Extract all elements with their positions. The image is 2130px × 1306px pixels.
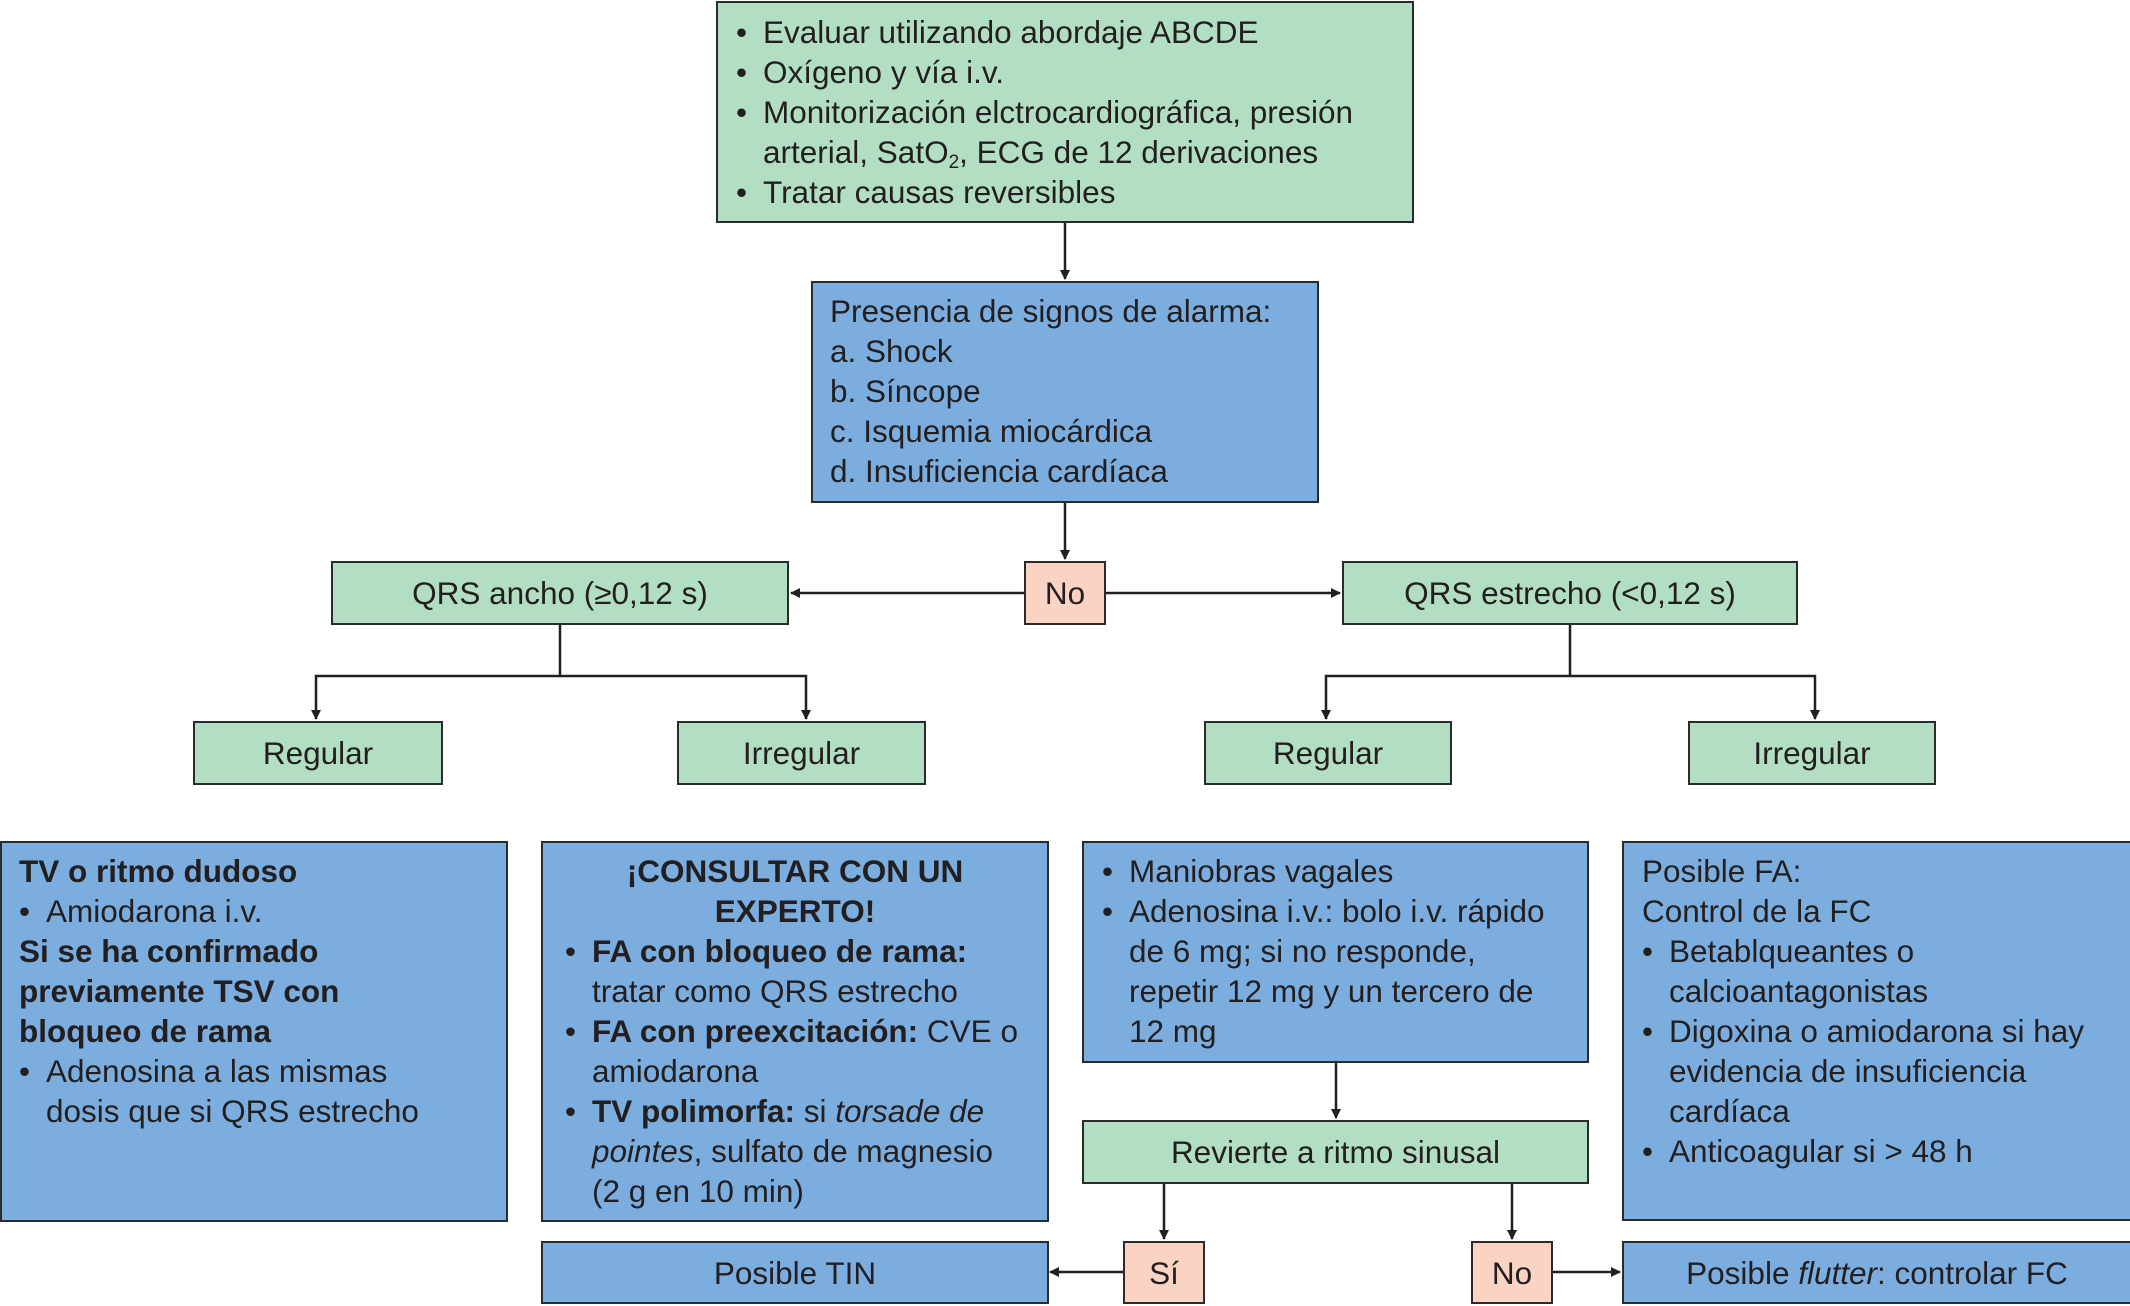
wide-regular-treatment-box: TV o ritmo dudoso Amiodarona i.v. Si se … xyxy=(0,841,508,1222)
treatment-line: Posible FA: xyxy=(1642,853,1802,889)
arrow-narrow-regular xyxy=(1321,674,1570,720)
list-item-text: CVE o amiodarona xyxy=(592,1013,1018,1089)
narrow-regular-label: Regular xyxy=(1272,735,1384,771)
flutter-italic: flutter xyxy=(1798,1254,1878,1291)
possible-tin-label: Posible TIN xyxy=(713,1254,877,1291)
list-item-text: , ECG de 12 derivaciones xyxy=(959,134,1319,170)
decision-no-bottom-label: No xyxy=(1491,1254,1533,1291)
list-item: Monitorización elctrocardiográfica, pres… xyxy=(736,92,1394,172)
narrow-irregular-box: Irregular xyxy=(1688,721,1936,785)
list-item: Oxígeno y vía i.v. xyxy=(736,52,1394,92)
list-item: Digoxina o amiodarona si hay evidencia d… xyxy=(1642,1011,2112,1131)
treatment-line: Control de la FC xyxy=(1642,893,1872,929)
reverts-sinus-box: Revierte a ritmo sinusal xyxy=(1082,1120,1589,1184)
treatment-list: Amiodarona i.v. xyxy=(19,891,489,931)
list-item-bold: TV polimorfa: xyxy=(592,1093,795,1129)
list-item: Maniobras vagales xyxy=(1102,851,1569,891)
qrs-narrow-box: QRS estrecho (<0,12 s) xyxy=(1342,561,1798,625)
list-item-bold: FA con bloqueo de rama: xyxy=(592,933,968,969)
list-item-italic: torsade de pointes xyxy=(592,1093,985,1169)
list-item-text: , sulfato de magnesio (2 g en 10 min) xyxy=(592,1133,994,1209)
list-item: Evaluar utilizando abordaje ABCDE xyxy=(736,12,1394,52)
list-item-text: arterial, SatO xyxy=(763,134,949,170)
reverts-label: Revierte a ritmo sinusal xyxy=(1170,1134,1501,1170)
list-item: Adenosina i.v.: bolo i.v. rápido de 6 mg… xyxy=(1102,891,1569,1051)
treatment-heading: TV o ritmo dudoso xyxy=(19,853,298,889)
qrs-narrow-label: QRS estrecho (<0,12 s) xyxy=(1404,575,1736,611)
list-item-text: tratar como QRS estrecho xyxy=(592,973,958,1009)
treatment-heading: ¡CONSULTAR CON UN EXPERTO! xyxy=(626,853,964,929)
decision-no-label: No xyxy=(1044,575,1086,611)
possible-flutter-box: Posible flutter: controlar FC xyxy=(1622,1241,2130,1304)
narrow-regular-treatment-box: Maniobras vagales Adenosina i.v.: bolo i… xyxy=(1082,841,1589,1063)
arrow-wide-irregular xyxy=(560,674,811,720)
subscript: 2 xyxy=(948,152,960,173)
decision-yes: Sí xyxy=(1123,1241,1205,1304)
flutter-text: : controlar FC xyxy=(1877,1254,2068,1291)
decision-yes-label: Sí xyxy=(1149,1254,1179,1291)
list-item-bold: FA con preexcitación: xyxy=(592,1013,919,1049)
possible-tin-box: Posible TIN xyxy=(541,1241,1049,1304)
narrow-regular-box: Regular xyxy=(1204,721,1452,785)
initial-assessment-box: Evaluar utilizando abordaje ABCDE Oxígen… xyxy=(716,1,1414,223)
list-item-text: si xyxy=(795,1093,836,1129)
list-item: Betablqueantes o calcioantagonistas xyxy=(1642,931,2009,1011)
wide-irregular-treatment-box: ¡CONSULTAR CON UN EXPERTO! FA con bloque… xyxy=(541,841,1049,1222)
narrow-irregular-treatment-box: Posible FA: Control de la FC Betablquean… xyxy=(1622,841,2130,1221)
wide-regular-label: Regular xyxy=(262,735,374,771)
narrow-irregular-label: Irregular xyxy=(1753,735,1871,771)
list-item: FA con preexcitación: CVE o amiodarona xyxy=(565,1011,1027,1091)
treatment-list: Betablqueantes o calcioantagonistas Digo… xyxy=(1642,931,2112,1171)
list-item: Amiodarona i.v. xyxy=(19,891,489,931)
possible-flutter-label: Posible flutter: controlar FC xyxy=(1686,1253,2068,1293)
treatment-list: FA con bloqueo de rama: tratar como QRS … xyxy=(563,931,1027,1211)
treatment-list: Maniobras vagales Adenosina i.v.: bolo i… xyxy=(1102,851,1569,1051)
list-item: Adenosina a las mismas dosis que si QRS … xyxy=(19,1051,456,1131)
list-item: TV polimorfa: si torsade de pointes, sul… xyxy=(565,1091,1027,1211)
alarm-signs-title: Presencia de signos de alarma: xyxy=(830,293,1272,329)
alarm-sign-item: a. Shock xyxy=(830,333,953,369)
arrow-narrow-irregular xyxy=(1570,674,1820,720)
alarm-sign-item: c. Isquemia miocárdica xyxy=(830,413,1153,449)
qrs-wide-label: QRS ancho (≥0,12 s) xyxy=(412,575,708,611)
alarm-signs-box: Presencia de signos de alarma: a. Shock … xyxy=(811,281,1319,503)
alarm-sign-item: b. Síncope xyxy=(830,373,981,409)
list-item-text: Monitorización elctrocardiográfica, pres… xyxy=(763,94,1354,130)
alarm-sign-item: d. Insuficiencia cardíaca xyxy=(830,453,1168,489)
list-item: FA con bloqueo de rama: tratar como QRS … xyxy=(565,931,1027,1011)
list-item: Anticoagular si > 48 h xyxy=(1642,1131,2112,1171)
list-item: Tratar causas reversibles xyxy=(736,172,1394,212)
treatment-subheading: Si se ha confirmado previamente TSV con … xyxy=(19,933,340,1049)
wide-regular-box: Regular xyxy=(193,721,443,785)
decision-no-bottom: No xyxy=(1471,1241,1553,1304)
initial-assessment-list: Evaluar utilizando abordaje ABCDE Oxígen… xyxy=(736,12,1394,212)
flutter-text: Posible xyxy=(1686,1254,1799,1291)
wide-irregular-box: Irregular xyxy=(677,721,926,785)
decision-no-top: No xyxy=(1024,561,1106,625)
qrs-wide-box: QRS ancho (≥0,12 s) xyxy=(331,561,789,625)
wide-irregular-label: Irregular xyxy=(742,735,861,771)
arrow-wide-regular xyxy=(311,674,560,720)
treatment-list: Adenosina a las mismas dosis que si QRS … xyxy=(19,1051,489,1131)
